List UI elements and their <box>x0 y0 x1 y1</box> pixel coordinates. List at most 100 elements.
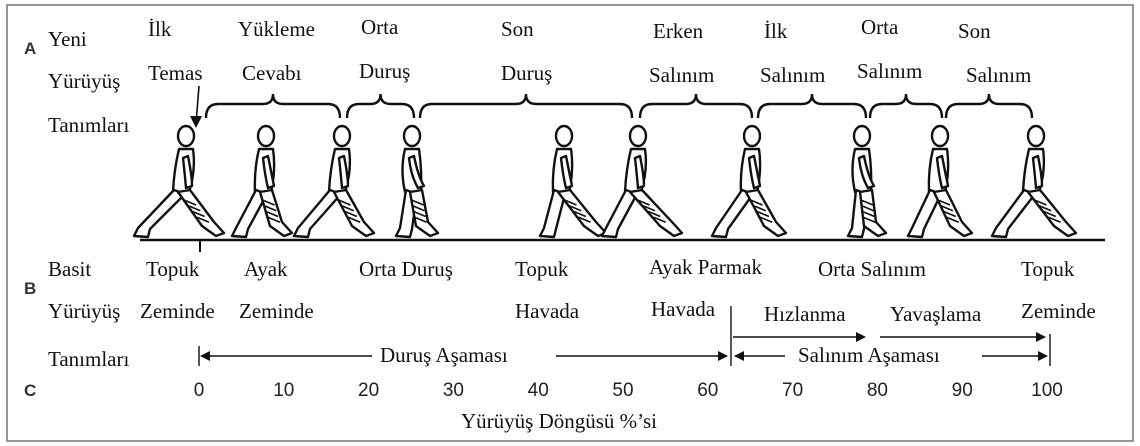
figure-leg-hatch <box>265 210 279 218</box>
figure-front-leg <box>600 188 639 239</box>
subphase-deceleration: Yavaşlama <box>890 302 982 326</box>
figure-head <box>402 124 422 148</box>
figure-leg-hatch <box>578 216 591 224</box>
phase-bracket-4 <box>638 93 754 119</box>
figure-leg-hatch <box>338 199 351 206</box>
axis-tick-100: 100 <box>1031 380 1063 401</box>
figure-head <box>852 124 872 148</box>
figure-head <box>554 124 574 148</box>
figure-arm <box>747 154 762 190</box>
figure-leg-hatch <box>412 205 425 212</box>
figure-leg-hatch <box>753 205 767 212</box>
figure-leg-hatch <box>347 216 361 224</box>
event-heel-off-l2: Havada <box>515 299 580 323</box>
figure-arm <box>181 154 194 190</box>
stance-span-arrow-left <box>200 351 210 361</box>
phase-brackets <box>204 93 1034 119</box>
figure-leg-hatch <box>192 210 205 218</box>
walking-figure-4 <box>394 124 440 239</box>
figure-leg-hatch <box>341 205 355 212</box>
subphase-acceleration: Hızlanma <box>764 302 846 326</box>
phase-bracket-1 <box>204 93 342 119</box>
figure-leg-hatch <box>568 205 582 212</box>
figure-leg-hatch <box>946 216 959 224</box>
walking-figure-6 <box>600 124 684 239</box>
axis-tick-80: 80 <box>867 380 888 401</box>
event-toe-off-l2: Havada <box>651 297 716 321</box>
figure-leg-hatch <box>188 205 201 212</box>
figure-back-leg <box>744 188 788 238</box>
axis-tick-20: 20 <box>358 380 379 401</box>
section-letter-c: C <box>24 381 36 400</box>
phase-terminal-stance-l2: Duruş <box>501 61 552 85</box>
event-heel-strike-l1: Topuk <box>146 257 200 281</box>
figure-leg-hatch <box>564 199 577 206</box>
phase-mid-swing-l1: Orta <box>861 15 899 39</box>
phase-terminal-swing-l2: Salınım <box>966 63 1031 87</box>
figure-arm <box>935 154 950 190</box>
figure-leg-hatch <box>637 199 650 206</box>
figure-arm <box>1031 154 1044 190</box>
acceleration-arrowhead <box>856 332 866 342</box>
phase-pre-swing-l1: Erken <box>653 19 704 43</box>
phase-bracket-6 <box>868 93 944 119</box>
figure-back-leg <box>258 188 294 238</box>
figure-leg-hatch <box>756 210 770 218</box>
figure-arm <box>407 154 426 190</box>
figure-head <box>742 124 762 148</box>
figure-leg-hatch <box>267 216 281 224</box>
figure-back-leg <box>176 188 226 238</box>
figure-leg-hatch <box>1048 216 1061 224</box>
diagram-border <box>6 4 1134 442</box>
phase-terminal-swing-l1: Son <box>958 19 991 43</box>
walking-figure-10 <box>990 124 1078 239</box>
new-title-line-1: Yeni <box>48 27 87 51</box>
figure-arm <box>261 154 276 190</box>
event-heel-strike-end-l1: Topuk <box>1021 257 1075 281</box>
gait-cycle-axis-label: Yürüyüş Döngüsü %’si <box>461 409 657 433</box>
figure-back-leg <box>408 188 440 238</box>
phase-mid-stance-l2: Duruş <box>359 59 410 83</box>
figure-head <box>1026 124 1046 148</box>
basic-title-line-3: Tanımları <box>48 347 129 371</box>
new-title-line-2: Yürüyüş <box>48 69 120 93</box>
walking-figure-2 <box>230 124 294 239</box>
walking-figure-1 <box>132 124 226 239</box>
figure-leg-hatch <box>642 205 656 212</box>
axis-tick-50: 50 <box>612 380 633 401</box>
figure-leg-hatch <box>937 199 951 206</box>
axis-tick-70: 70 <box>782 380 803 401</box>
figure-arm <box>337 154 350 190</box>
phase-loading-response-l2: Cevabı <box>242 61 302 85</box>
axis-tick-30: 30 <box>443 380 464 401</box>
figure-front-leg <box>132 188 187 239</box>
walking-figure-3 <box>292 124 376 239</box>
figure-leg-hatch <box>759 216 773 224</box>
figure-front-leg <box>292 188 343 239</box>
figure-back-leg <box>1026 188 1078 238</box>
phase-bracket-5 <box>756 93 868 119</box>
phase-initial-swing-l1: İlk <box>764 19 788 43</box>
figure-head <box>176 124 196 148</box>
figure-leg-hatch <box>183 199 197 206</box>
figure-head <box>256 124 276 148</box>
figure-leg-hatch <box>344 210 358 218</box>
figure-front-leg <box>990 188 1037 239</box>
event-mid-swing: Orta Salınım <box>818 257 926 281</box>
figure-leg-hatch <box>414 216 428 224</box>
phase-bracket-7 <box>944 93 1034 119</box>
event-heel-strike-end-l2: Zeminde <box>1021 299 1096 323</box>
figure-head <box>332 124 352 148</box>
figure-leg-hatch <box>750 199 763 206</box>
phase-bracket-3 <box>418 93 634 119</box>
figure-leg-hatch <box>653 216 667 224</box>
figure-leg-hatch <box>262 199 275 206</box>
event-heel-strike-l2: Zeminde <box>140 299 215 323</box>
phase-terminal-stance-l1: Son <box>501 17 534 41</box>
figure-back-leg <box>628 188 684 238</box>
phase-span-arrows: Duruş Aşaması Salınım Aşaması <box>198 343 1048 367</box>
phase-mid-stance-l1: Orta <box>361 15 399 39</box>
walking-figure-8 <box>846 124 888 239</box>
axis-tick-0: 0 <box>194 380 205 401</box>
event-toe-off-l1: Ayak Parmak <box>649 255 762 279</box>
